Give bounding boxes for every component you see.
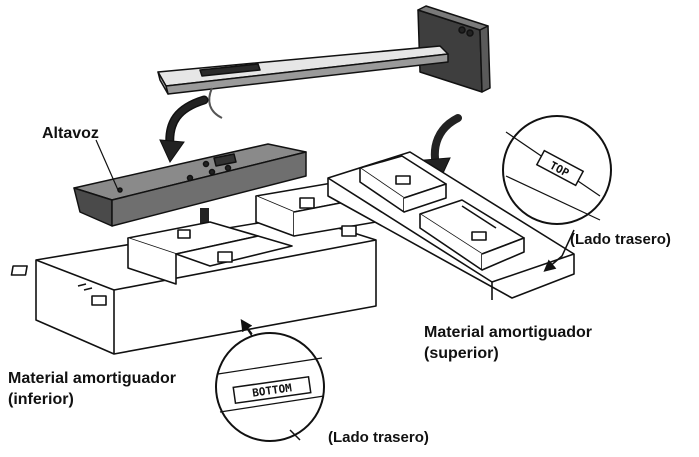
stamp-bottom: BOTTOM: [251, 381, 293, 399]
lower-cushion: [10, 181, 377, 355]
label-rear-side-top: (Lado trasero): [570, 231, 671, 248]
label-lower-cushion-line2: (inferior): [8, 391, 74, 408]
magnifier-bottom: [215, 319, 325, 442]
label-rear-side-bottom: (Lado trasero): [328, 429, 429, 446]
label-lower-cushion-line1: Material amortiguador: [8, 370, 177, 387]
label-speaker: Altavoz: [42, 125, 99, 142]
arrow-arm-to-speaker: [159, 95, 209, 164]
mounting-arm: [157, 5, 491, 119]
upper-cushion: [327, 151, 575, 300]
speaker: [73, 143, 307, 227]
label-upper-cushion-line1: Material amortiguador: [424, 324, 593, 341]
label-upper-cushion-line2: (superior): [424, 345, 499, 362]
magnifier-top: [502, 115, 612, 272]
speaker-leader-line: [95, 139, 119, 191]
